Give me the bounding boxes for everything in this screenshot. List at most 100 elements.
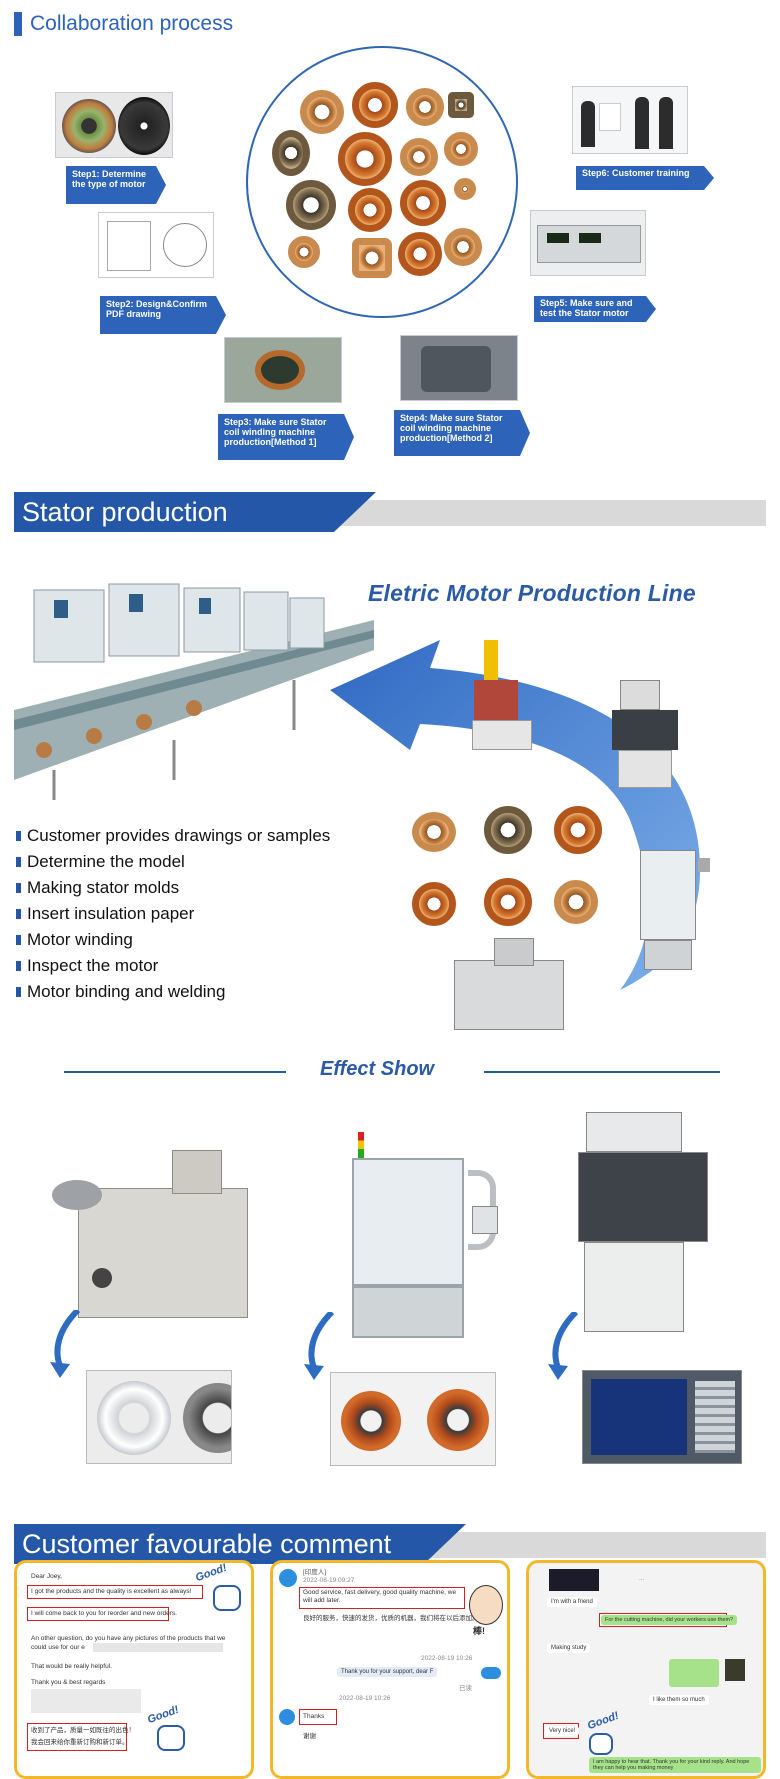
- result-photo-winding: [330, 1372, 496, 1466]
- machine-head: [612, 710, 678, 750]
- stator-sample: [444, 228, 482, 266]
- press-base: [472, 720, 532, 750]
- chat-translation: 谢谢: [303, 1733, 316, 1740]
- chat-translation: 良好的服务，快速的发货，优质的机器，我们将在以后添加。: [303, 1615, 479, 1622]
- stator-sample: [352, 82, 398, 128]
- chat-bubble-received: I'm with a friend: [547, 1597, 597, 1607]
- blurred-signature: [31, 1689, 141, 1713]
- list-item-text: Motor binding and welding: [27, 982, 226, 1001]
- stator-sample: [272, 130, 310, 176]
- email-line: I will come back to you for reorder and …: [31, 1610, 177, 1617]
- machine-reel: [52, 1180, 102, 1210]
- signal-tower: [358, 1132, 364, 1158]
- bullet-marker: [16, 987, 21, 997]
- chat-time: 2022-08-19 10:26: [339, 1695, 391, 1702]
- result-photo-insulation: [86, 1370, 232, 1464]
- list-item-text: Inspect the motor: [27, 956, 159, 975]
- highlight-box: [27, 1723, 127, 1751]
- person-shape: [635, 97, 649, 149]
- email-greeting: Dear Joey,: [31, 1573, 62, 1580]
- effect-divider-left: [64, 1071, 286, 1073]
- machine-monitor: [620, 680, 660, 710]
- chat-image-thumbnail: [725, 1659, 745, 1681]
- stator-sample: [352, 238, 392, 278]
- stator-sample: [554, 880, 598, 924]
- inserting-machine-photo: [454, 930, 564, 1040]
- list-item: Motor binding and welding: [16, 979, 330, 1005]
- stator-sample: [554, 806, 602, 854]
- stator-sample: [286, 180, 336, 230]
- machine-cabinet: [644, 940, 692, 970]
- machine-top: [172, 1150, 222, 1194]
- thumbs-up-icon: [157, 1725, 185, 1751]
- stator-core-shape: [183, 1383, 231, 1453]
- machine-cabinet: [584, 1242, 684, 1332]
- control-panel: [472, 1206, 498, 1234]
- assembly-machine-photo: [640, 850, 710, 970]
- person-shape: [659, 97, 673, 149]
- list-item-text: Insert insulation paper: [27, 904, 195, 923]
- list-item-text: Determine the model: [27, 852, 185, 871]
- chat-message: Thanks: [303, 1713, 325, 1720]
- stator-sample: [288, 236, 320, 268]
- result-photo-test-screen: [582, 1370, 742, 1464]
- press-machine-photo: [470, 640, 540, 752]
- motor-rotor-shape: [62, 99, 116, 153]
- comment-card-chat: [印度人] 2022-08-19 09:27 Good service, fas…: [270, 1560, 510, 1779]
- list-item: Motor winding: [16, 927, 330, 953]
- comments-title: Customer favourable comment: [14, 1524, 466, 1564]
- chat-time: 2022-08-19 10:26: [421, 1655, 473, 1662]
- effect-machine-3: [570, 1112, 720, 1342]
- stator-sample: [348, 188, 392, 232]
- chat-meta: ...: [639, 1575, 645, 1582]
- tester-display: [579, 233, 601, 243]
- step2-drawing: [98, 212, 214, 278]
- email-line: An other question, do you have any pictu…: [31, 1635, 226, 1642]
- stator-sample: [338, 132, 392, 186]
- step2-tag: Step2: Design&Confirm PDF drawing: [100, 296, 226, 334]
- collaboration-title: Collaboration process: [30, 12, 234, 35]
- highlight-box: [27, 1607, 169, 1621]
- chat-bubble-sent: I am happy to hear that. Thank you for y…: [589, 1757, 761, 1773]
- stator-sample: [406, 88, 444, 126]
- email-line: I got the products and the quality is ex…: [31, 1588, 192, 1595]
- down-arrow-icon: [304, 1312, 335, 1380]
- thumbs-up-icon: [589, 1733, 613, 1755]
- cartoon-caption: 棒!: [473, 1626, 485, 1636]
- avatar: [279, 1569, 297, 1587]
- header-gray-ribbon: [404, 1532, 766, 1558]
- stator-insulated-shape: [97, 1381, 171, 1455]
- bullet-marker: [16, 857, 21, 867]
- machine-head-shape: [421, 346, 491, 392]
- machine-body: [78, 1188, 248, 1318]
- email-line: Thank you & best regards: [31, 1679, 106, 1686]
- test-screen-display: [591, 1379, 687, 1455]
- wound-stator-shape: [427, 1389, 489, 1451]
- highlight-box: [27, 1585, 203, 1599]
- machine-monitor: [586, 1112, 682, 1152]
- chat-read-status: 已读: [459, 1685, 472, 1692]
- chat-bubble-received: Very nice!: [545, 1726, 580, 1736]
- machine-top: [494, 938, 534, 966]
- email-line: That would be really helpful.: [31, 1663, 112, 1670]
- production-line-illustration: [14, 583, 374, 800]
- machine-cabinet: [618, 750, 672, 788]
- highlight-box: [299, 1709, 337, 1725]
- winding-stator-shape: [255, 350, 305, 390]
- down-arrow-icon: [50, 1310, 81, 1378]
- stator-sample: [412, 882, 456, 926]
- chat-bubble-sent: For the cutting machine, did your worker…: [601, 1615, 738, 1625]
- good-sticker: Good!: [193, 1561, 229, 1585]
- step5-tester-photo: [530, 210, 646, 276]
- production-line-photo: [14, 560, 374, 800]
- stator-sample: [484, 878, 532, 926]
- machine-fan: [92, 1268, 112, 1288]
- bullet-marker: [16, 909, 21, 919]
- step4-tag: Step4: Make sure Stator coil winding mac…: [394, 410, 530, 456]
- press-body: [474, 680, 518, 720]
- list-item: Customer provides drawings or samples: [16, 823, 330, 849]
- header-gray-ribbon: [314, 500, 766, 526]
- step6-training-photo: [572, 86, 688, 154]
- test-keypad: [695, 1381, 735, 1453]
- thumbs-up-icon: [213, 1585, 241, 1611]
